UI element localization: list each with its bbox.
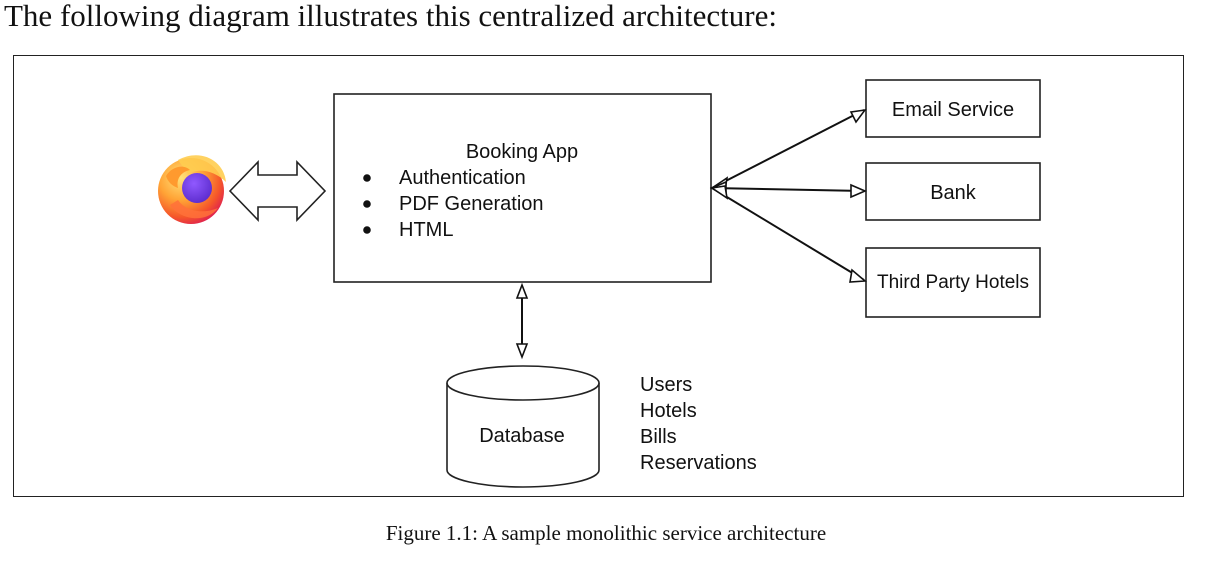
email-service-box [865, 79, 1041, 138]
feature-list: Authentication PDF Generation HTML [363, 167, 544, 241]
intro-text: The following diagram illustrates this c… [4, 0, 777, 33]
bank-label: Bank [930, 182, 977, 204]
bullet [363, 200, 371, 208]
app-database-connector [515, 282, 529, 360]
email-service-label: Email Service [892, 99, 1014, 121]
booking-app-box [333, 93, 712, 283]
figure-caption: Figure 1.1: A sample monolithic service … [385, 521, 827, 545]
database-tables: Users Hotels Bills Reservations [640, 374, 757, 474]
database-cylinder [446, 365, 600, 488]
third-party-hotels-label: Third Party Hotels [877, 272, 1029, 293]
feature-item: Authentication [399, 167, 526, 189]
app-service-connectors [709, 108, 868, 283]
browser-app-arrow [228, 160, 327, 222]
database-label: Database [479, 425, 565, 447]
diagram-frame [13, 55, 1184, 497]
table-name: Reservations [640, 452, 757, 474]
feature-item: HTML [399, 219, 453, 241]
feature-item: PDF Generation [399, 193, 544, 215]
bank-box [865, 162, 1041, 221]
third-party-hotels-box [865, 247, 1041, 318]
bullet [363, 226, 371, 234]
table-name: Bills [640, 426, 677, 448]
table-name: Hotels [640, 400, 697, 422]
table-name: Users [640, 374, 692, 396]
bullet [363, 174, 371, 182]
firefox-icon [158, 155, 226, 224]
booking-app-title: Booking App [466, 141, 578, 163]
